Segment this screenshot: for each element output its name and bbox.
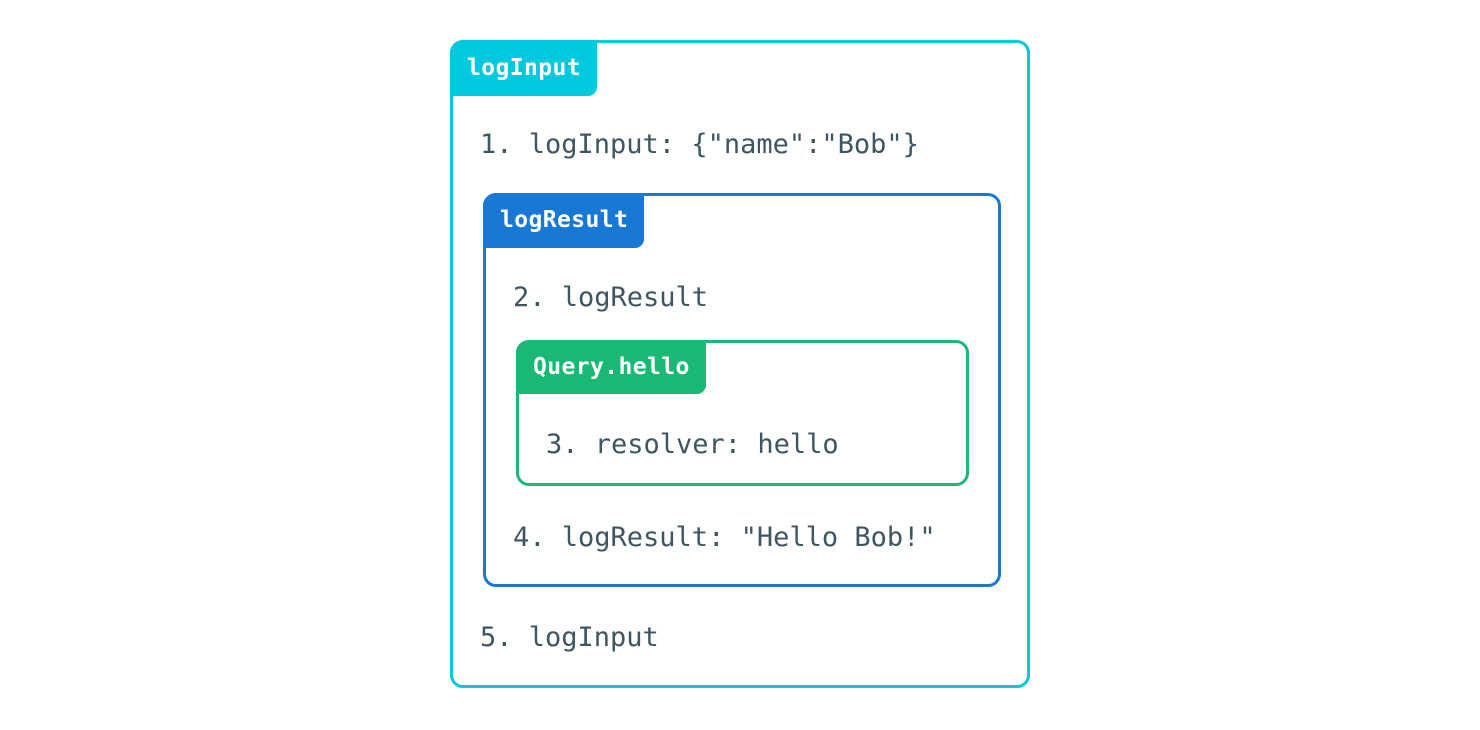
trace-box-logresult: logResult 2. logResult Query.hello 3. re… (483, 193, 1001, 587)
trace-line-3: 3. resolver: hello (546, 429, 839, 460)
trace-box-query-hello: Query.hello 3. resolver: hello (516, 340, 969, 486)
trace-line-2: 2. logResult (513, 282, 709, 313)
trace-box-loginput: logInput 1. logInput: {"name":"Bob"} log… (450, 40, 1030, 688)
trace-line-4: 4. logResult: "Hello Bob!" (513, 522, 936, 553)
trace-line-1: 1. logInput: {"name":"Bob"} (480, 129, 919, 160)
trace-line-5: 5. logInput (480, 622, 659, 653)
box-label-logresult: logResult (483, 193, 645, 248)
box-label-query-hello: Query.hello (516, 340, 706, 394)
box-label-loginput: logInput (450, 40, 597, 96)
